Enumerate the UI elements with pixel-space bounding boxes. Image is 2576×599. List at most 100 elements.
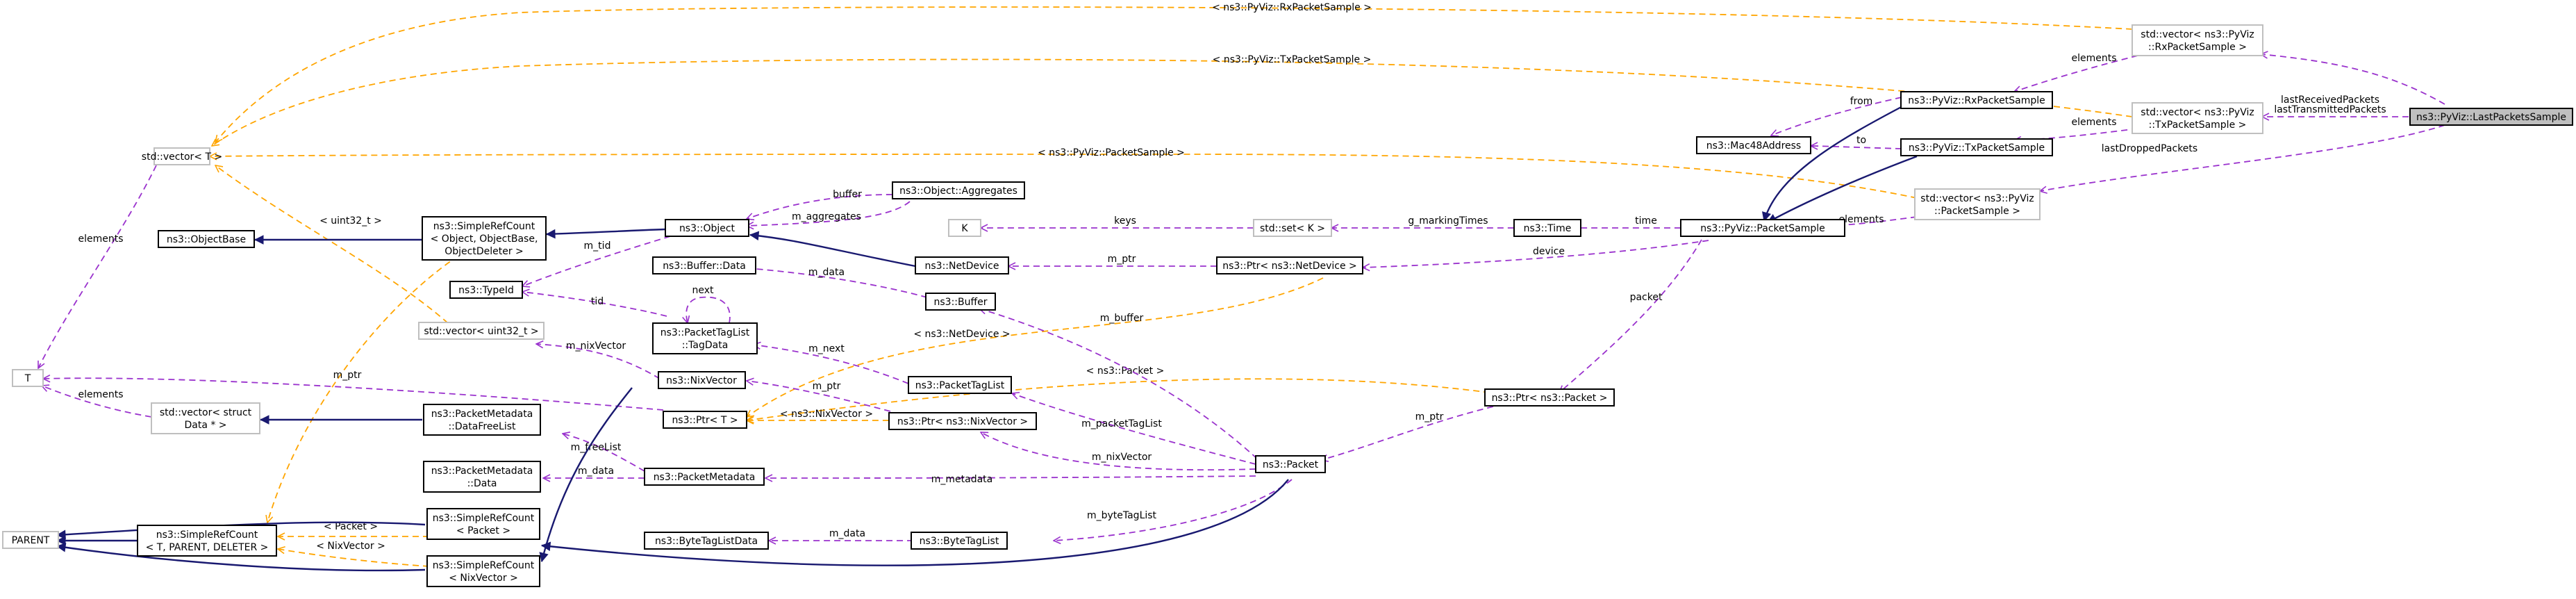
label-to: to <box>1856 135 1866 146</box>
node-vector-struct-data[interactable]: std::vector< struct Data * > <box>151 402 260 434</box>
node-label: std::vector< uint32_t > <box>424 326 538 337</box>
label-m-tid: m_tid <box>584 240 611 252</box>
node-vector-packet-sample[interactable]: std::vector< ns3::PyViz ::PacketSample > <box>1914 188 2041 220</box>
node-vector-t[interactable]: std::vector< T > <box>142 147 222 165</box>
node-label: PARENT <box>12 535 50 546</box>
edge-obj-template <box>267 255 459 523</box>
label-ps-template: < ns3::PyViz::PacketSample > <box>1038 147 1185 158</box>
node-set-k[interactable]: std::set< K > <box>1253 219 1332 237</box>
node-ptr-packet[interactable]: ns3::Ptr< ns3::Packet > <box>1484 388 1615 407</box>
label-m-next: m_next <box>808 343 845 354</box>
node-label: ns3::Buffer::Data <box>663 261 746 272</box>
node-ptr-nix-vector[interactable]: ns3::Ptr< ns3::NixVector > <box>888 412 1037 430</box>
label-packet: packet <box>1630 292 1663 303</box>
node-vector-uint32[interactable]: std::vector< uint32_t > <box>418 322 545 340</box>
node-net-device[interactable]: ns3::NetDevice <box>915 256 1009 274</box>
node-label: ns3::Mac48Address <box>1706 140 1801 151</box>
node-label-line2: < NixVector > <box>449 573 518 584</box>
label-m-freelist: m_freeList <box>571 442 622 453</box>
node-time[interactable]: ns3::Time <box>1513 219 1581 237</box>
node-object[interactable]: ns3::Object <box>665 219 749 237</box>
node-buffer[interactable]: ns3::Buffer <box>925 293 996 311</box>
node-label-line1: std::vector< ns3::PyViz <box>2141 107 2254 118</box>
edge-from <box>1771 97 1902 136</box>
node-packet[interactable]: ns3::Packet <box>1255 455 1326 473</box>
node-label: ns3::ByteTagListData <box>655 536 758 547</box>
node-label: ns3::Ptr< T > <box>672 415 738 426</box>
node-label: ns3::Packet <box>1263 459 1319 470</box>
node-label-line2: ::TxPacketSample > <box>2149 120 2247 131</box>
node-t[interactable]: T <box>12 369 44 387</box>
edge-packet <box>1559 239 1702 393</box>
node-buffer-data[interactable]: ns3::Buffer::Data <box>652 256 756 274</box>
label-tx-template: < ns3::PyViz::TxPacketSample > <box>1213 54 1372 65</box>
node-packet-metadata-data-free-list[interactable]: ns3::PacketMetadata ::DataFreeList <box>423 404 541 436</box>
node-vector-tx-packet-sample[interactable]: std::vector< ns3::PyViz ::TxPacketSample… <box>2132 102 2263 134</box>
node-simple-ref-count-object[interactable]: ns3::SimpleRefCount < Object, ObjectBase… <box>422 216 547 261</box>
edge-m-tid <box>522 236 671 286</box>
edge-m-ptr-pkt <box>1321 406 1494 460</box>
node-mac48-address[interactable]: ns3::Mac48Address <box>1696 136 1811 154</box>
label-elements-tx: elements <box>2071 117 2116 128</box>
node-label-line2: ::Data <box>467 478 497 489</box>
label-m-buffer: m_buffer <box>1100 313 1144 324</box>
node-parent[interactable]: PARENT <box>2 531 59 549</box>
edge-packet-template <box>747 378 1490 420</box>
label-buffer: buffer <box>833 189 862 200</box>
label-m-ptr-nd: m_ptr <box>1108 254 1136 265</box>
node-packet-metadata-data[interactable]: ns3::PacketMetadata ::Data <box>423 461 541 493</box>
node-label-line1: std::vector< ns3::PyViz <box>2141 29 2254 40</box>
edge-last-received <box>2261 54 2445 105</box>
node-simple-ref-count-t[interactable]: ns3::SimpleRefCount < T, PARENT, DELETER… <box>137 525 277 557</box>
node-label: ns3::PacketMetadata <box>654 472 756 483</box>
label-elements-ps: elements <box>1838 214 1884 225</box>
node-type-id[interactable]: ns3::TypeId <box>449 281 523 299</box>
node-object-aggregates[interactable]: ns3::Object::Aggregates <box>892 181 1025 199</box>
label-m-nixvector-vec: m_nixVector <box>566 340 626 352</box>
node-tx-packet-sample[interactable]: ns3::PyViz::TxPacketSample <box>1900 138 2053 156</box>
label-packet-template-src: < Packet > <box>324 521 378 532</box>
node-ptr-net-device[interactable]: ns3::Ptr< ns3::NetDevice > <box>1216 256 1363 274</box>
node-packet-tag-list[interactable]: ns3::PacketTagList <box>908 376 1012 394</box>
node-label: std::vector< T > <box>142 151 222 163</box>
node-k[interactable]: K <box>948 219 981 237</box>
edge-m-nixvector <box>981 432 1256 471</box>
node-label: ns3::PyViz::LastPacketsSample <box>2416 112 2566 123</box>
edge-nix-template-src <box>278 549 430 567</box>
node-label: ns3::NixVector <box>666 375 737 386</box>
node-byte-tag-list-data[interactable]: ns3::ByteTagListData <box>644 532 769 550</box>
edge-elements-vect <box>38 165 157 368</box>
label-keys: keys <box>1114 215 1136 227</box>
label-elements-struct: elements <box>78 389 123 400</box>
label-m-packettaglist: m_packetTagList <box>1081 418 1162 429</box>
node-vector-rx-packet-sample[interactable]: std::vector< ns3::PyViz ::RxPacketSample… <box>2132 24 2263 56</box>
node-label: K <box>961 223 968 234</box>
node-byte-tag-list[interactable]: ns3::ByteTagList <box>911 532 1008 550</box>
node-label: ns3::Ptr< ns3::NixVector > <box>897 416 1028 427</box>
node-packet-tag-list-tag-data[interactable]: ns3::PacketTagList ::TagData <box>652 322 758 354</box>
label-netdevice-template: < ns3::NetDevice > <box>913 329 1010 340</box>
label-elements-vect: elements <box>78 233 123 245</box>
node-object-base[interactable]: ns3::ObjectBase <box>158 230 255 248</box>
node-label-line2: ::DataFreeList <box>448 421 516 432</box>
node-simple-ref-count-nix-vector[interactable]: ns3::SimpleRefCount < NixVector > <box>426 555 540 587</box>
node-label-line1: ns3::SimpleRefCount <box>433 221 535 232</box>
label-m-data-btl: m_data <box>829 528 865 539</box>
label-m-bytetaglist: m_byteTagList <box>1087 510 1157 521</box>
node-nix-vector[interactable]: ns3::NixVector <box>658 371 746 389</box>
node-ptr-t[interactable]: ns3::Ptr< T > <box>663 411 747 429</box>
label-tid: tid <box>591 296 604 307</box>
edge-m-ptr-nix <box>747 381 891 412</box>
node-last-packets-sample[interactable]: ns3::PyViz::LastPacketsSample <box>2409 108 2573 126</box>
edge-m-aggregates <box>747 201 911 226</box>
node-rx-packet-sample[interactable]: ns3::PyViz::RxPacketSample <box>1900 91 2053 109</box>
node-packet-metadata[interactable]: ns3::PacketMetadata <box>644 468 765 486</box>
label-m-ptr-nix: m_ptr <box>813 381 841 392</box>
edge-m-packettaglist <box>1012 393 1256 465</box>
node-packet-sample[interactable]: ns3::PyViz::PacketSample <box>1680 219 1845 237</box>
node-simple-ref-count-packet[interactable]: ns3::SimpleRefCount < Packet > <box>426 508 540 540</box>
edge-m-freelist <box>563 434 645 472</box>
label-m-nixvector: m_nixVector <box>1092 452 1152 463</box>
label-m-aggregates: m_aggregates <box>792 211 861 222</box>
edge-m-nixvector-vec <box>536 344 660 379</box>
